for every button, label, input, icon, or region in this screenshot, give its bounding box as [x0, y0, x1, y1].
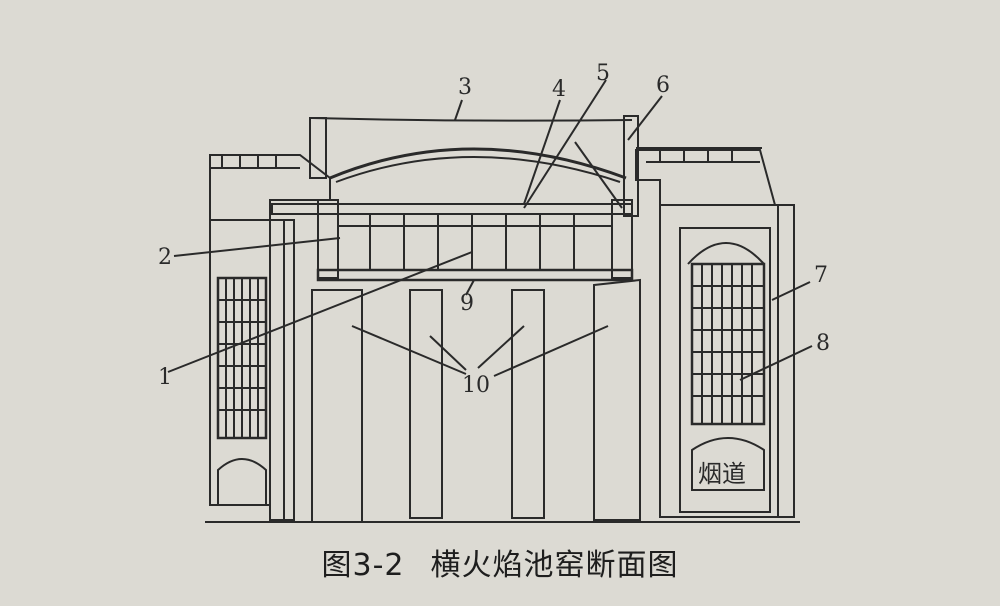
label-7: 7	[814, 263, 828, 288]
leader-line-9	[465, 279, 475, 296]
leader-line-7	[771, 281, 811, 301]
crown-arch-inner	[335, 156, 621, 183]
support-pillar-3	[511, 289, 545, 519]
leader-line-4	[523, 99, 561, 205]
crown-arch	[329, 147, 627, 180]
right-top-arch	[687, 242, 765, 265]
leader-line-2	[173, 237, 341, 257]
label-9: 9	[460, 291, 474, 316]
leader-line-5b	[574, 141, 623, 209]
label-3: 3	[458, 75, 472, 100]
left-buckstay	[309, 117, 327, 179]
leader-line-1	[167, 251, 473, 373]
kiln-drawing	[167, 79, 813, 523]
label-1: 1	[158, 365, 172, 390]
support-pillar-4	[593, 278, 641, 521]
label-5: 5	[596, 61, 610, 86]
figure-caption: 图3-2 横火焰池窑断面图	[0, 540, 1000, 584]
label-8: 8	[816, 331, 830, 356]
figure-title: 横火焰池窑断面图	[430, 548, 679, 583]
left-buckstay-lower	[283, 219, 295, 521]
label-10: 10	[462, 373, 490, 398]
leader-line-8	[739, 345, 813, 381]
leader-line-5a	[523, 79, 607, 209]
leader-line-10d	[493, 325, 609, 377]
label-6: 6	[656, 73, 670, 98]
leader-line-6	[627, 95, 663, 141]
leader-line-10c	[477, 325, 525, 369]
figure-number: 图3-2	[321, 548, 405, 583]
right-flue-arch	[691, 437, 765, 491]
right-checker-pack	[690, 262, 766, 426]
tank-bottom-beam	[316, 268, 634, 282]
right-inner-wall	[679, 227, 771, 513]
leader-line-10b	[429, 335, 467, 371]
flue-label: 烟道	[698, 460, 746, 488]
leader-line-3	[454, 99, 463, 121]
label-2: 2	[158, 245, 172, 270]
label-4: 4	[552, 77, 566, 102]
tie-rod	[311, 117, 633, 122]
left-flue-arch	[217, 458, 267, 506]
support-pillar-2	[409, 289, 443, 519]
leader-line-10a	[351, 325, 467, 375]
